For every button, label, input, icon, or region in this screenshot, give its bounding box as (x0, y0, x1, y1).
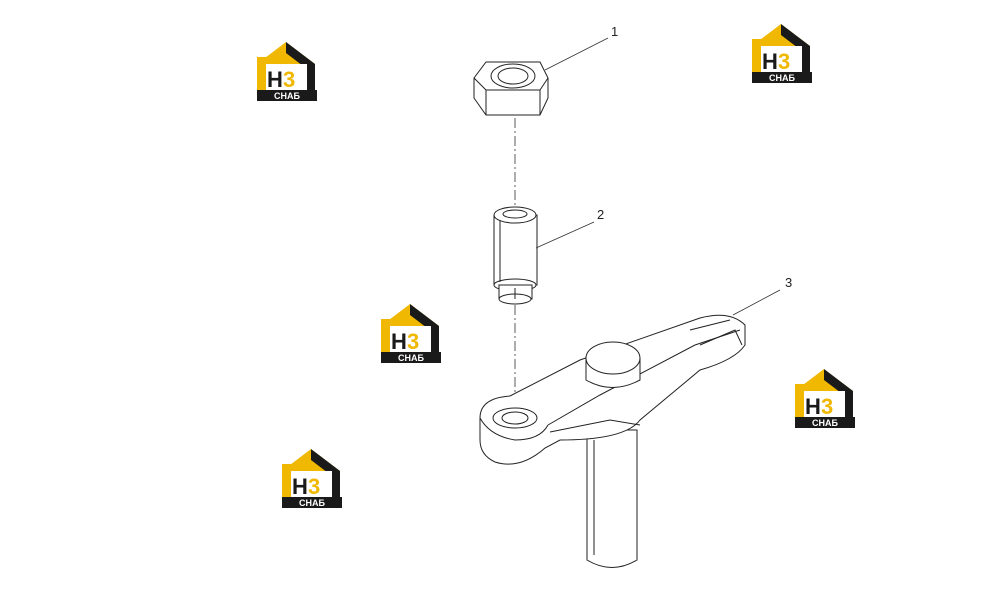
watermark-logo: СНАБ (795, 369, 855, 428)
callout-1: 1 (611, 24, 618, 39)
svg-text:СНАБ: СНАБ (299, 498, 325, 508)
leader-line-1 (544, 37, 609, 71)
watermark-logo: СНАБ (282, 449, 342, 508)
leader-line-2 (535, 221, 595, 249)
svg-text:СНАБ: СНАБ (398, 353, 424, 363)
svg-text:СНАБ: СНАБ (274, 91, 300, 101)
svg-text:СНАБ: СНАБ (769, 73, 795, 83)
leader-line-3 (732, 289, 781, 316)
part-1-hex-nut (473, 61, 549, 116)
callout-2: 2 (597, 207, 604, 222)
svg-text:СНАБ: СНАБ (812, 418, 838, 428)
part-2-pin (493, 206, 538, 305)
watermark-logo: СНАБ (381, 304, 441, 363)
watermark-logo: СНАБ (257, 42, 317, 101)
part-3-lever-shaft (479, 314, 746, 568)
callout-3: 3 (785, 275, 792, 290)
watermark-logo: СНАБ (752, 24, 812, 83)
